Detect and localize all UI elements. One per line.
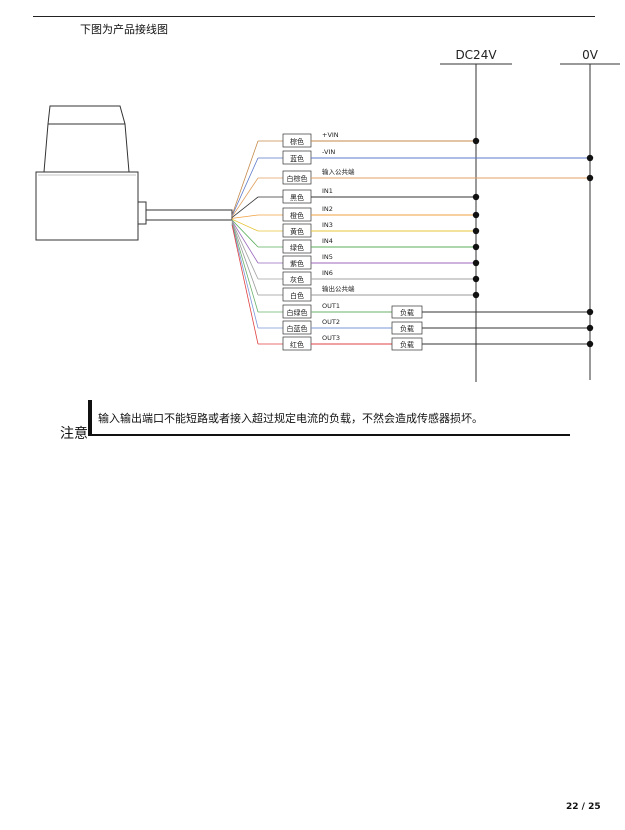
wire-color-box <box>282 150 312 165</box>
sensor-head <box>43 105 130 173</box>
wire-4: 黑色 IN1 <box>231 187 480 218</box>
wire-fan <box>231 223 259 329</box>
note-rule <box>88 434 570 436</box>
wire-color-label: 黄色 <box>290 227 304 236</box>
wire-color-label: 紫色 <box>290 259 304 268</box>
wire-signal-label: IN1 <box>322 187 333 195</box>
wire-color-label: 蓝色 <box>290 154 304 163</box>
page-number: 22 / 25 <box>566 802 601 812</box>
wire-color-box <box>282 336 312 351</box>
wire-fan <box>231 224 259 345</box>
header-rule <box>33 16 595 17</box>
wire-fan <box>231 140 259 216</box>
wire-color-box <box>282 133 312 148</box>
cable <box>145 209 233 221</box>
junction-dot <box>472 291 480 299</box>
wire-color-label: 棕色 <box>290 137 304 146</box>
wire-fan <box>231 177 259 218</box>
wire-color-label: 红色 <box>290 340 304 349</box>
wire-signal-label: OUT3 <box>322 334 340 342</box>
wire-signal-label: IN3 <box>322 221 333 229</box>
wire-color-label: 白蓝色 <box>287 324 308 333</box>
wire-color-box <box>282 304 312 319</box>
junction-dot <box>586 324 594 332</box>
wire-color-box <box>282 271 312 286</box>
wire-6: 黄色 IN3 <box>231 218 480 238</box>
wire-color-label: 灰色 <box>290 275 304 284</box>
0v-label: 0V <box>582 48 599 62</box>
note-label: 注意 <box>60 426 88 442</box>
wire-3: 白棕色 输入公共端 <box>231 167 594 218</box>
junction-dot <box>472 227 480 235</box>
wire-2: 蓝色 -VIN <box>231 148 594 217</box>
load-label: 负载 <box>400 324 414 333</box>
wire-8: 紫色 IN5 <box>231 220 480 270</box>
wire-signal-label: IN5 <box>322 253 333 261</box>
load-label: 负载 <box>400 340 414 349</box>
wire-9: 灰色 IN6 <box>231 221 480 286</box>
wire-color-label: 橙色 <box>290 211 304 220</box>
note-text: 输入输出端口不能短路或者接入超过规定电流的负载，不然会造成传感器损坏。 <box>98 412 483 425</box>
wire-signal-label: -VIN <box>322 148 335 156</box>
wire-signal-label: 输出公共端 <box>322 284 355 293</box>
wire-5: 橙色 IN2 <box>231 205 480 222</box>
intro-text: 下图为产品接线图 <box>80 23 168 36</box>
wire-fan <box>231 219 259 248</box>
wire-fan <box>231 196 259 218</box>
connector <box>137 201 147 225</box>
wire-fan <box>231 222 259 296</box>
wire-color-box <box>282 255 312 270</box>
note-bar <box>88 400 92 436</box>
wire-fan <box>231 214 259 219</box>
wire-1: 棕色 +VIN <box>231 131 480 216</box>
junction-dot <box>586 154 594 162</box>
load-label: 负载 <box>400 308 414 317</box>
wire-color-box <box>282 287 312 302</box>
wire-fan <box>231 218 259 232</box>
wire-fan <box>231 223 259 313</box>
wire-color-box <box>282 189 312 204</box>
wire-color-label: 白绿色 <box>287 308 308 317</box>
sensor-drawing <box>35 105 233 241</box>
wire-13: 红色 OUT3 负载 <box>231 224 594 351</box>
wire-signal-label: IN2 <box>322 205 333 213</box>
junction-dot <box>472 137 480 145</box>
wire-color-label: 绿色 <box>290 243 304 252</box>
junction-dot <box>472 243 480 251</box>
wire-color-label: 黑色 <box>290 193 304 202</box>
wire-11: 白绿色 OUT1 负载 <box>231 223 594 319</box>
wire-color-box <box>282 170 312 185</box>
wire-color-box <box>282 239 312 254</box>
wire-10: 白色 输出公共端 <box>231 222 480 302</box>
wire-12: 白蓝色 OUT2 负载 <box>231 223 594 335</box>
wire-signal-label: 输入公共端 <box>322 167 355 176</box>
wire-signal-label: OUT1 <box>322 302 340 310</box>
wire-signal-label: OUT2 <box>322 318 340 326</box>
junction-dot <box>472 259 480 267</box>
wire-color-box <box>282 207 312 222</box>
wire-7: 绿色 IN4 <box>231 219 480 254</box>
wire-color-box <box>282 320 312 335</box>
junction-dot <box>586 340 594 348</box>
junction-dot <box>586 308 594 316</box>
wire-color-label: 白色 <box>290 291 304 300</box>
wire-fan <box>231 220 259 264</box>
dc24v-label: DC24V <box>455 48 497 62</box>
wire-color-label: 白棕色 <box>287 174 308 183</box>
junction-dot <box>472 193 480 201</box>
wire-signal-label: +VIN <box>322 131 339 139</box>
junction-dot <box>472 275 480 283</box>
wire-signal-label: IN4 <box>322 237 333 245</box>
wire-fan <box>231 157 259 217</box>
wire-color-box <box>282 223 312 238</box>
wire-fan <box>231 221 259 280</box>
wire-signal-label: IN6 <box>322 269 333 277</box>
sensor-body <box>35 171 139 241</box>
junction-dot <box>586 174 594 182</box>
junction-dot <box>472 211 480 219</box>
